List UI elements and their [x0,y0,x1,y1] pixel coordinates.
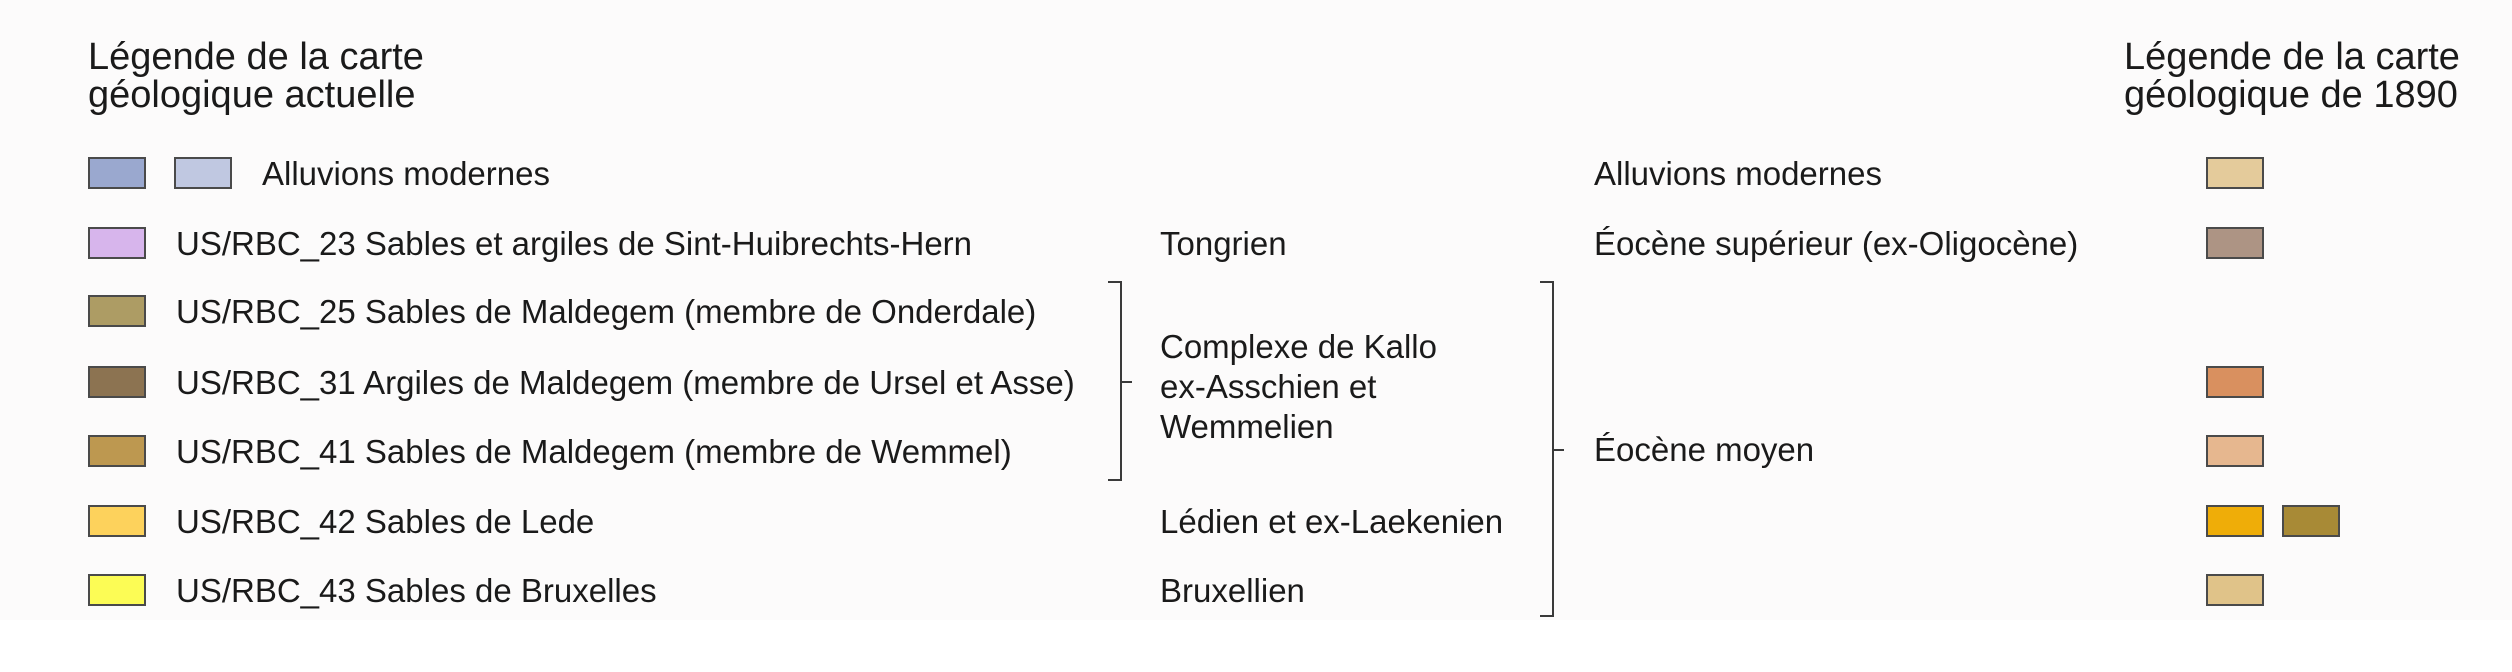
bracket-tick [1554,449,1564,451]
group-label-line: Wemmelien [1160,408,1334,445]
period-label: Alluvions modernes [1594,155,1882,192]
unit-label: US/RBC_41 Sables de Maldegem (membre de … [176,433,1012,470]
color-swatch [88,505,146,537]
1890-map-legend-title: Légende de la carte géologique de 1890 [2124,38,2460,114]
geological-legend-figure: Légende de la carte géologique actuelle … [88,38,2460,617]
color-swatch [88,157,146,189]
stratigraphic-label: Lédien et ex-Laekenien [1160,503,1504,540]
group-label-line: Complexe de Kallo [1160,328,1437,365]
current-map-legend-title: Légende de la carte géologique actuelle [88,38,424,114]
group-bracket [1108,281,1122,481]
color-swatch [2206,505,2264,537]
color-swatch [2206,574,2264,606]
color-swatch [88,295,146,327]
color-swatch [88,574,146,606]
color-swatch [2206,366,2264,398]
stratigraphic-label: Bruxellien [1160,572,1305,609]
color-swatch [2282,505,2340,537]
color-swatch [2206,157,2264,189]
unit-label: US/RBC_23 Sables et argiles de Sint-Huib… [176,225,973,262]
title-line: Légende de la carte [88,36,424,78]
color-swatch [174,157,232,189]
group-label-line: ex-Asschien et [1160,368,1377,405]
color-swatch [88,366,146,398]
title-line: géologique actuelle [88,74,416,116]
bracket-tick [1122,381,1132,383]
color-swatch [88,227,146,259]
unit-label: US/RBC_42 Sables de Lede [176,503,595,540]
unit-label: Alluvions modernes [262,155,550,192]
period-label: Éocène supérieur (ex-Oligocène) [1594,225,2079,262]
group-stratigraphic-label: Complexe de Kallo ex-Asschien et Wemmeli… [1160,327,1437,447]
color-swatch [2206,435,2264,467]
unit-label: US/RBC_43 Sables de Bruxelles [176,572,657,609]
title-line: géologique de 1890 [2124,74,2458,116]
title-line: Légende de la carte [2124,36,2460,78]
group-period-label: Éocène moyen [1594,431,1815,468]
stratigraphic-label: Tongrien [1160,225,1287,262]
group-bracket [1540,281,1554,617]
unit-label: US/RBC_25 Sables de Maldegem (membre de … [176,293,1037,330]
color-swatch [2206,227,2264,259]
unit-label: US/RBC_31 Argiles de Maldegem (membre de… [176,364,1075,401]
color-swatch [88,435,146,467]
